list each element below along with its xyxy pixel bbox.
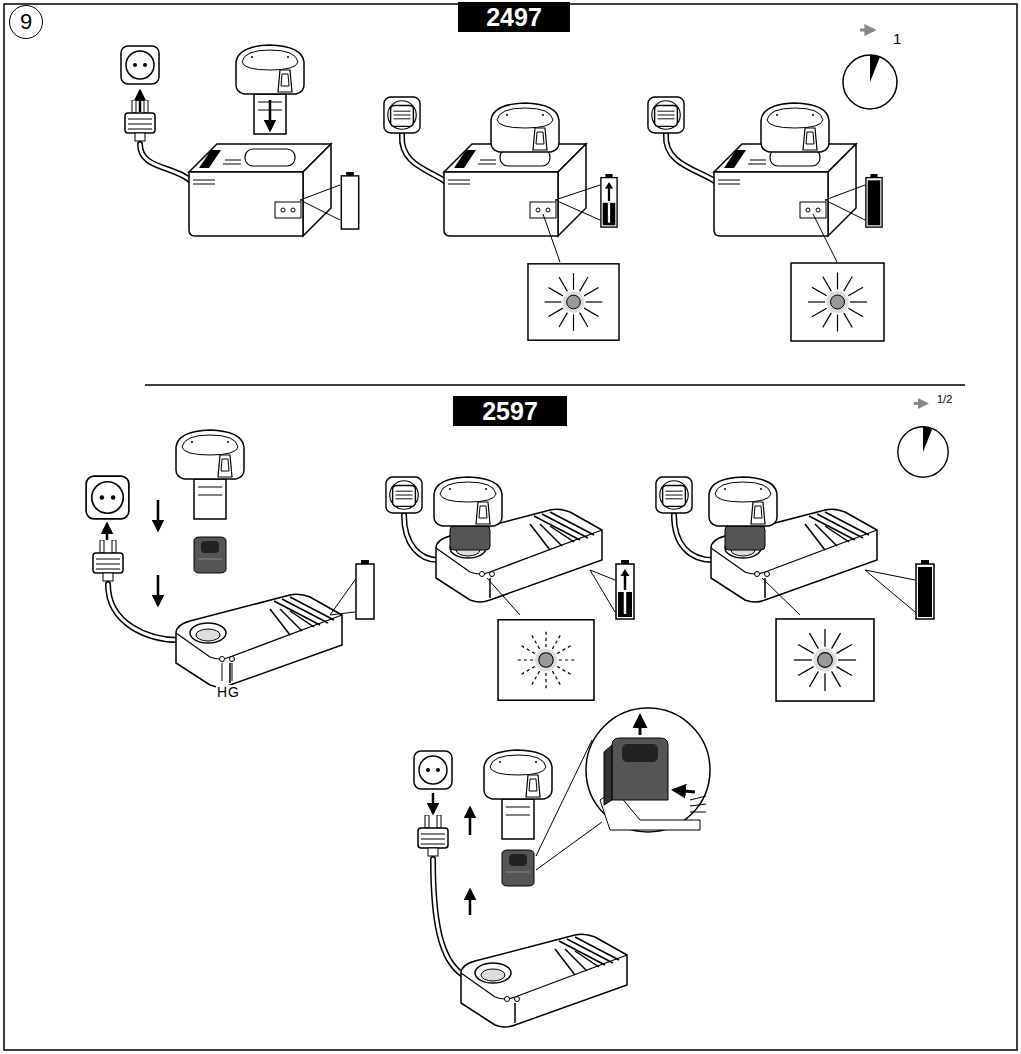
- node-text: 2597: [482, 399, 538, 424]
- led-label: G: [227, 685, 240, 699]
- time-label: 1: [892, 31, 902, 46]
- node-text: 9: [20, 11, 32, 33]
- time-label: 1/2: [936, 394, 953, 405]
- model-label: 2497: [458, 2, 570, 32]
- callout-number: 9: [9, 5, 43, 39]
- model-label: 2597: [453, 396, 567, 426]
- node-text: 2497: [486, 5, 542, 30]
